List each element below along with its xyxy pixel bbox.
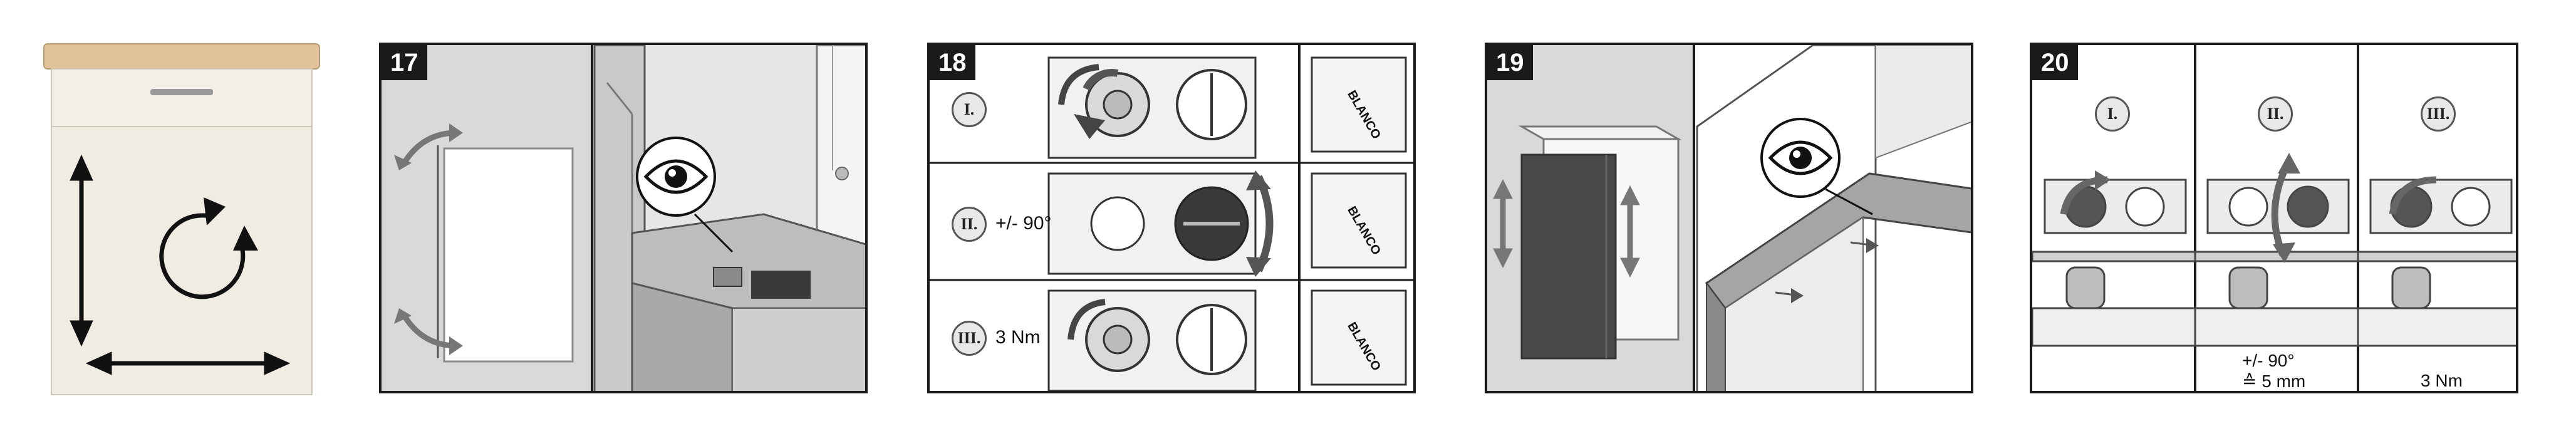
step-marker: II. <box>952 207 987 242</box>
step-marker: II. <box>2258 96 2293 132</box>
eye-icon <box>636 137 716 217</box>
step-number: 18 <box>930 45 975 80</box>
cabinet-overview <box>38 38 338 401</box>
eye-icon <box>1760 118 1841 198</box>
step-number: 17 <box>382 45 427 80</box>
step-20-drawing <box>2032 45 2516 391</box>
double-arrow-icon <box>70 154 93 347</box>
step-marker: III. <box>2421 96 2456 132</box>
torque-label: 3 Nm <box>2421 371 2463 390</box>
step-17-panel: 17 <box>379 43 868 393</box>
step-19-panel: 19 <box>1485 43 1973 393</box>
step-19-drawing <box>1487 45 1971 391</box>
step-marker: III. <box>952 321 987 356</box>
rotate-arrow-icon <box>159 213 246 299</box>
step-marker: I. <box>952 92 987 127</box>
rotation-label: +/- 90° <box>2242 351 2295 370</box>
step-18-drawing <box>930 45 1413 391</box>
cabinet-drawing <box>43 43 320 395</box>
offset-label: ≙ 5 mm <box>2242 371 2306 391</box>
step-number: 19 <box>1487 45 1533 80</box>
step-number: 20 <box>2032 45 2078 80</box>
rotation-label: +/- 90° <box>995 213 1052 234</box>
step-20-panel: I. II. III. +/- 90° ≙ 5 mm 3 Nm 20 <box>2030 43 2518 393</box>
torque-label: 3 Nm <box>995 327 1041 348</box>
step-18-panel: I. II. +/- 90° III. 3 Nm BLANCO BLANCO B… <box>927 43 1416 393</box>
step-17-drawing <box>382 45 865 391</box>
step-marker: I. <box>2095 96 2130 132</box>
